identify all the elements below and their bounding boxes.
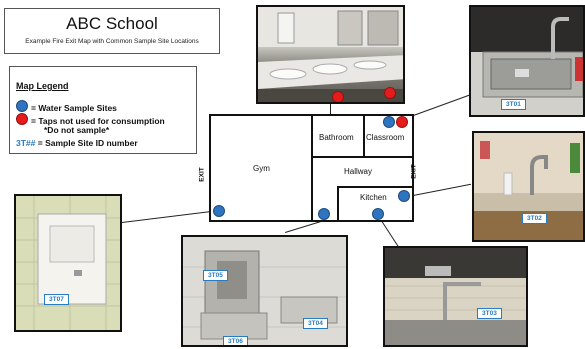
sample-site-marker	[318, 208, 330, 220]
site-id-3t03: 3T03	[477, 308, 502, 319]
red-dot-icon	[16, 113, 28, 125]
exit-left-label: EXIT	[198, 167, 206, 182]
map-subtitle: Example Fire Exit Map with Common Sample…	[25, 38, 199, 45]
no-sample-marker	[396, 116, 408, 128]
site-id-3t02: 3T02	[522, 213, 547, 224]
site-id-3t06: 3T06	[223, 336, 248, 345]
fountains-image	[183, 237, 346, 345]
wall	[311, 156, 412, 158]
legend-do-not-sample: *Do not sample*	[44, 125, 110, 135]
map-title: ABC School	[66, 14, 158, 33]
legend-taps: = Taps not used for consumption	[16, 113, 165, 126]
wall	[311, 116, 313, 220]
room-hallway: Hallway	[344, 167, 373, 176]
legend-id-code: 3T##	[16, 138, 36, 148]
room-bathroom: Bathroom	[319, 133, 354, 142]
sample-site-marker	[213, 205, 225, 217]
wall	[363, 116, 365, 156]
sample-site-marker	[383, 116, 395, 128]
photo-3t02: 3T02	[472, 131, 585, 242]
leader-line	[330, 104, 331, 116]
classroom-sink-image	[471, 7, 583, 115]
map-legend: Map Legend = Water Sample Sites = Taps n…	[9, 66, 197, 154]
title-box: ABC School Example Fire Exit Map with Co…	[4, 8, 220, 54]
site-id-3t07: 3T07	[44, 294, 69, 305]
floor-plan: Gym Bathroom Classroom Hallway Kitchen	[209, 114, 414, 222]
kitchen-sink-image	[474, 133, 583, 240]
photo-3t03: 3T03	[383, 246, 528, 347]
no-sample-marker	[384, 87, 396, 99]
room-classroom: Classroom	[366, 133, 405, 142]
sample-site-marker	[372, 208, 384, 220]
legend-title: Map Legend	[16, 81, 69, 91]
photo-3t01: 3T01	[469, 5, 585, 117]
bathroom-photo	[256, 5, 405, 104]
wall	[337, 186, 339, 220]
site-id-3t04: 3T04	[303, 318, 328, 329]
legend-water-sites: = Water Sample Sites	[16, 100, 117, 113]
room-kitchen: Kitchen	[360, 193, 387, 202]
photo-3t07: 3T07	[14, 194, 122, 332]
leader-line	[285, 220, 324, 233]
no-sample-marker	[332, 91, 344, 102]
leader-line	[408, 183, 472, 197]
site-id-3t05: 3T05	[203, 270, 228, 281]
room-gym: Gym	[253, 164, 270, 173]
sample-site-marker	[398, 190, 410, 202]
bathroom-sinks-image	[258, 7, 403, 102]
blue-dot-icon	[16, 100, 28, 112]
exit-right-label: EXIT	[410, 164, 418, 179]
leader-line	[122, 210, 218, 223]
prep-sink-image	[385, 248, 526, 345]
legend-id: 3T## = Sample Site ID number	[16, 138, 138, 148]
wall-fountain-image	[16, 196, 120, 330]
site-id-3t01: 3T01	[501, 99, 526, 110]
wall	[337, 186, 412, 188]
photo-3t04-3t05-3t06: 3T05 3T04 3T06	[181, 235, 348, 347]
